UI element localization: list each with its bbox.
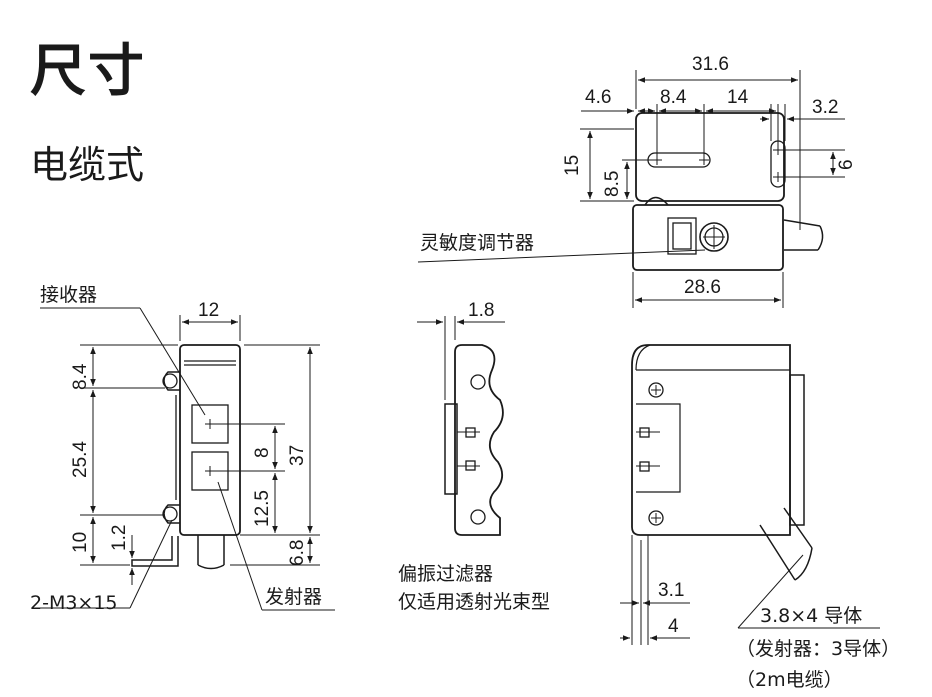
- label-polarizer-note: 仅适用透射光束型: [398, 591, 550, 613]
- dim-4-6: 4.6: [585, 87, 611, 108]
- side-view: [417, 316, 505, 536]
- top-view: [417, 70, 845, 308]
- dim-25-4: 25.4: [70, 441, 91, 478]
- dim-6-8: 6.8: [287, 540, 308, 566]
- dim-8-5: 8.5: [602, 171, 623, 197]
- label-cable-emitter: （发射器：3导体）: [736, 638, 900, 660]
- front-view: [40, 307, 335, 611]
- dim-37: 37: [287, 445, 308, 466]
- dim-28-6: 28.6: [684, 277, 721, 298]
- dim-8: 8: [252, 447, 273, 458]
- dim-12-5: 12.5: [252, 490, 273, 527]
- rear-view: [620, 344, 880, 645]
- label-emitter: 发射器: [265, 586, 322, 608]
- dim-8-4-top: 8.4: [660, 87, 687, 108]
- dim-4: 4: [668, 616, 679, 637]
- label-mount-screw: 2-M3×15: [30, 592, 118, 614]
- page-title: 尺寸: [30, 39, 146, 104]
- dim-1-8: 1.8: [468, 300, 494, 321]
- dim-10: 10: [70, 532, 91, 553]
- dim-8-4-side: 8.4: [70, 363, 91, 390]
- dim-3-1: 3.1: [658, 580, 684, 601]
- label-sensitivity-adjuster: 灵敏度调节器: [420, 232, 534, 254]
- dim-15: 15: [562, 155, 583, 176]
- label-receiver: 接收器: [40, 284, 97, 306]
- label-polarizer: 偏振过滤器: [398, 563, 493, 585]
- dim-14: 14: [727, 87, 749, 108]
- label-cable-conductor: 3.8×4 导体: [760, 605, 862, 627]
- dim-12: 12: [198, 300, 219, 321]
- callout-labels: 灵敏度调节器 接收器 发射器 2-M3×15 偏振过滤器 仅适用透射光束型 3.…: [30, 232, 900, 691]
- page-subtitle: 电缆式: [30, 143, 145, 187]
- dimension-labels: 31.6 4.6 8.4 14 3.2 15 8.5 6 28.6 12 8.4…: [70, 54, 857, 637]
- dim-31-6: 31.6: [692, 54, 729, 75]
- dim-1-2: 1.2: [109, 525, 130, 551]
- label-cable-length: （2m电缆）: [736, 669, 843, 691]
- dim-6: 6: [836, 159, 857, 170]
- dim-3-2: 3.2: [812, 97, 838, 118]
